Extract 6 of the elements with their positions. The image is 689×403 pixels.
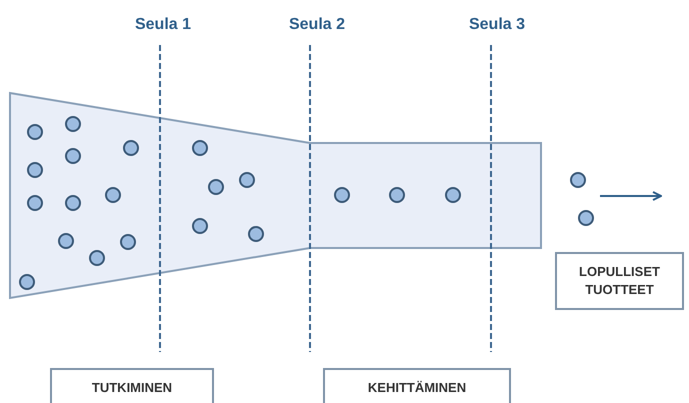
sieve-label: Seula 1 bbox=[134, 16, 192, 34]
stage-box: TUTKIMINEN bbox=[50, 368, 214, 403]
stage-box: LOPULLISET TUOTTEET bbox=[555, 252, 684, 310]
sieve-label: Seula 2 bbox=[288, 16, 346, 34]
sieve-label: Seula 3 bbox=[468, 16, 526, 34]
stage-box: KEHITTÄMINEN bbox=[323, 368, 511, 403]
